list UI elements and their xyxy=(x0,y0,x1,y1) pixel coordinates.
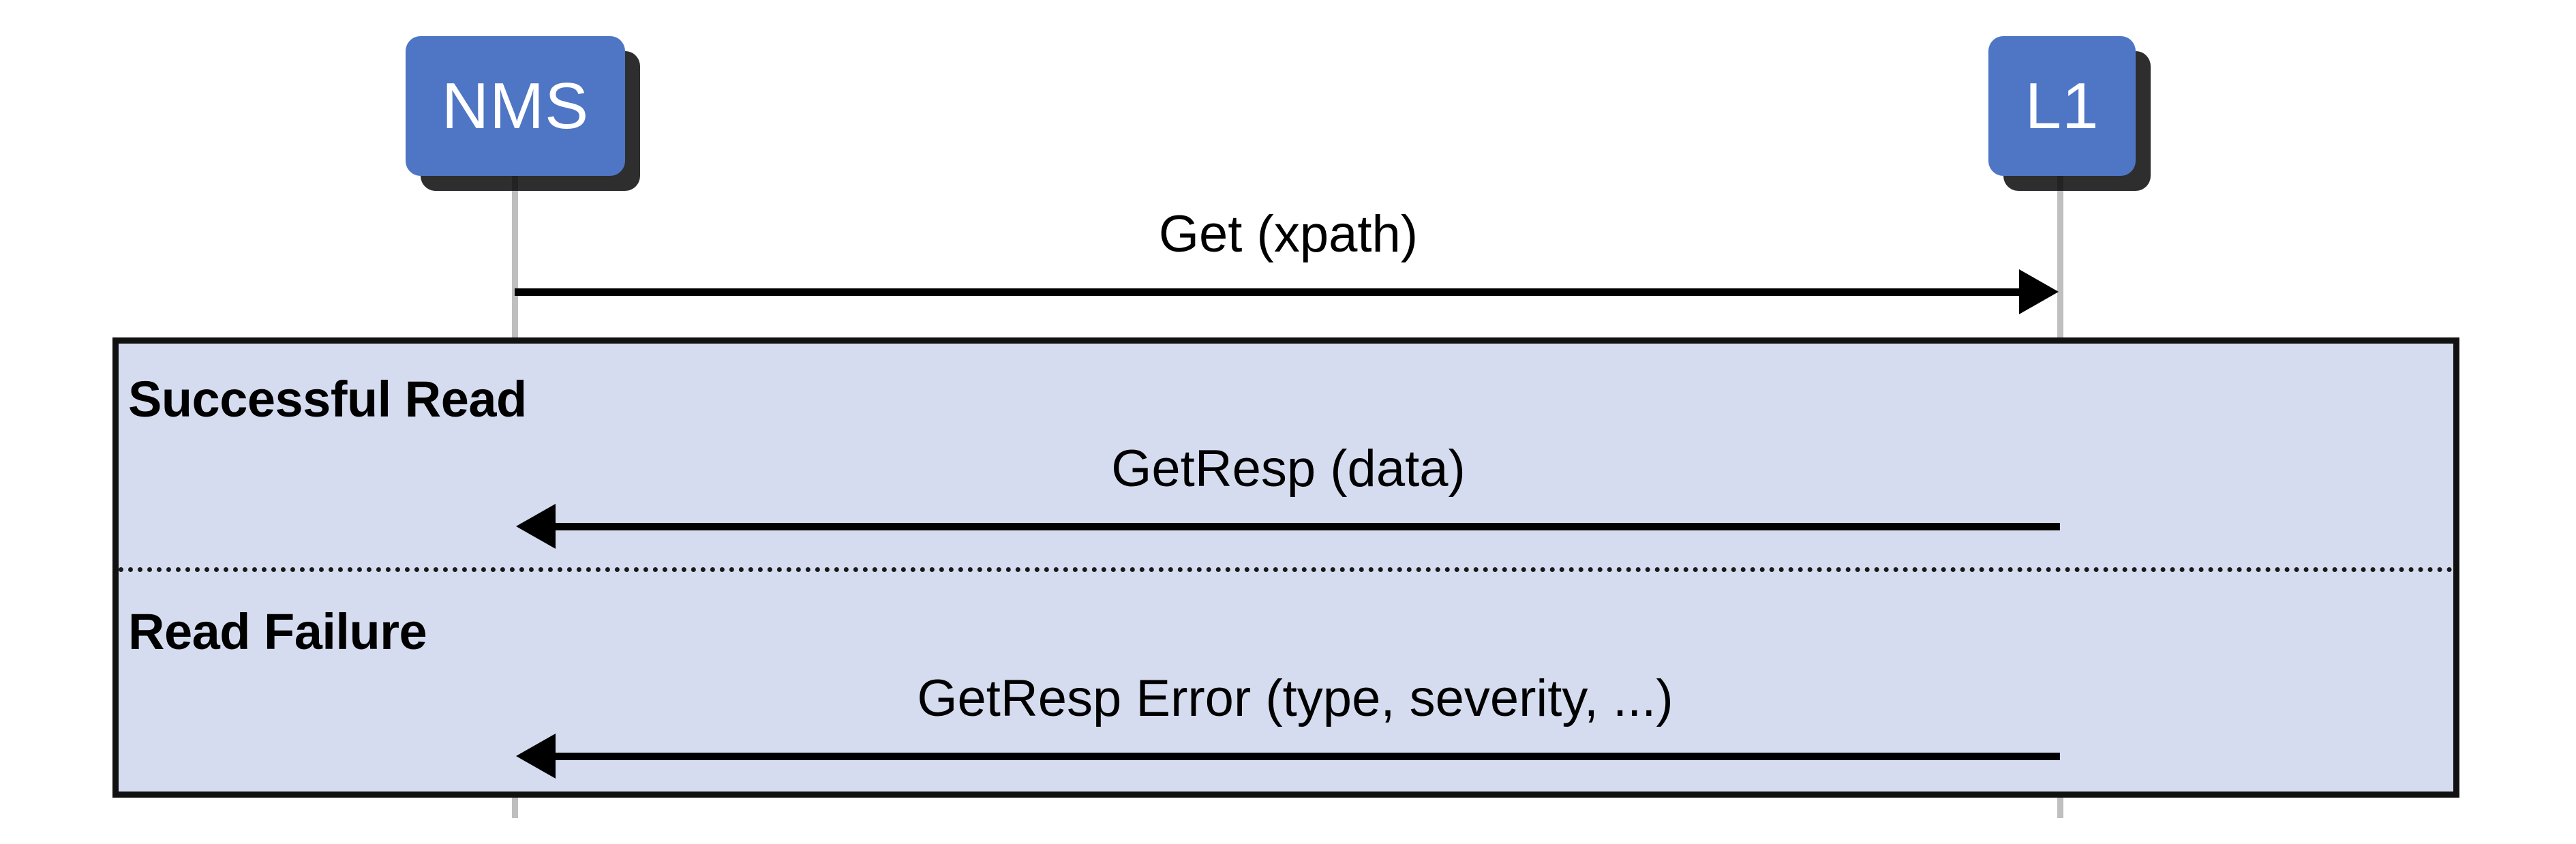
participant-l1-label: L1 xyxy=(2025,69,2100,142)
arrowhead-right-icon xyxy=(2019,269,2059,314)
message-line-getresp xyxy=(556,523,2060,530)
message-line-get xyxy=(515,288,2021,296)
message-label-get: Get (xpath) xyxy=(1158,205,1419,263)
fragment-section-label-successful-read: Successful Read xyxy=(128,371,527,427)
arrowhead-left-icon xyxy=(516,504,556,549)
arrowhead-left-icon xyxy=(516,734,556,779)
message-label-getresp-error: GetResp Error (type, severity, ...) xyxy=(917,669,1673,727)
participant-nms-label: NMS xyxy=(441,69,590,142)
fragment-section-label-read-failure: Read Failure xyxy=(128,603,427,660)
participant-nms[interactable]: NMS xyxy=(406,36,625,176)
message-line-getresp-error xyxy=(556,753,2060,760)
participant-l1[interactable]: L1 xyxy=(1988,36,2136,176)
fragment-divider xyxy=(119,567,2453,572)
message-label-getresp: GetResp (data) xyxy=(1111,440,1466,498)
